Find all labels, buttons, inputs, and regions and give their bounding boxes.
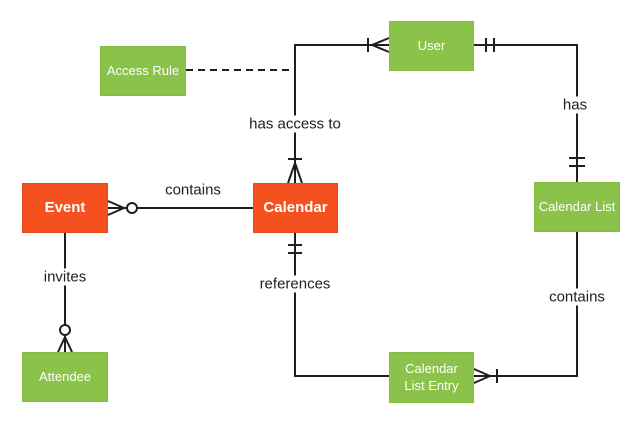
cardinality-exactly-one-icon	[288, 244, 302, 254]
cardinality-one-or-many-icon	[287, 158, 303, 184]
cardinality-exactly-one-icon	[485, 38, 495, 52]
cardinality-one-or-many-icon	[473, 368, 498, 384]
cardinality-exactly-one-icon	[569, 157, 585, 167]
entity-attendee-label: Attendee	[38, 368, 92, 384]
entity-user-label: User	[417, 37, 446, 53]
relationship-label-has: has	[559, 96, 591, 114]
entity-calendar-list[interactable]: Calendar List	[534, 182, 620, 232]
entity-calendar-list-label: Calendar List	[538, 198, 616, 214]
relationship-line-calendar-has-access-to-user	[294, 44, 389, 183]
entity-access-rule[interactable]: Access Rule	[100, 46, 186, 96]
entity-calendar-list-entry-label: Calendar List Entry	[404, 361, 459, 393]
relationship-label-contains: contains	[162, 181, 224, 199]
cardinality-zero-or-many-icon	[57, 324, 73, 353]
entity-attendee[interactable]: Attendee	[22, 352, 108, 402]
entity-calendar[interactable]: Calendar	[253, 183, 338, 233]
entity-access-rule-label: Access Rule	[106, 62, 180, 78]
relationship-line-calendar-references-entry	[294, 233, 389, 377]
entity-user[interactable]: User	[389, 21, 474, 71]
relationship-label-references: references	[256, 275, 334, 293]
relationship-label-invites: invites	[40, 268, 90, 286]
cardinality-one-or-many-icon	[367, 37, 390, 53]
cardinality-zero-or-many-icon	[107, 200, 138, 216]
entity-calendar-list-entry[interactable]: Calendar List Entry	[389, 352, 474, 403]
entity-event[interactable]: Event	[22, 183, 108, 233]
relationship-label-contains: contains	[546, 288, 608, 306]
relationship-line-user-has-calendar-list	[474, 44, 578, 182]
entity-calendar-label: Calendar	[263, 198, 328, 216]
relationship-label-has-access-to: has access to	[246, 115, 344, 133]
relationship-line-calendar-list-contains-entry	[474, 232, 578, 377]
entity-event-label: Event	[44, 198, 86, 216]
